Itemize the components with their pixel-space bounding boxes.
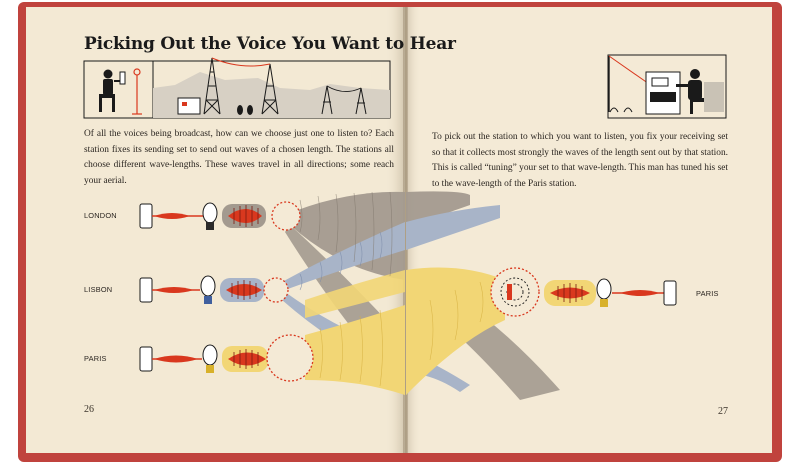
page-title: Picking Out the Voice You Want to Hear — [84, 34, 456, 54]
station-label-london: LONDON — [84, 211, 117, 220]
microphone-icon — [139, 346, 153, 372]
aerial-circle — [263, 277, 289, 303]
listener-figure — [676, 69, 706, 114]
microphone-icon — [139, 277, 153, 303]
listener-illustration — [607, 54, 727, 119]
station-label-lisbon: LISBON — [84, 285, 113, 294]
valve-bulb-icon — [596, 278, 612, 307]
page-number-left: 26 — [84, 404, 94, 415]
left-paragraph: Of all the voices being broadcast, how c… — [84, 129, 394, 186]
valve-bulb-icon — [200, 275, 216, 304]
station-paris — [139, 334, 314, 382]
wave-diagram — [282, 191, 560, 400]
loudspeaker-icon — [663, 280, 677, 306]
aerial-circle — [266, 334, 314, 382]
station-label-paris: PARIS — [84, 354, 107, 363]
microphone-icon — [139, 203, 153, 229]
receiver-label: PARIS — [696, 289, 719, 298]
receiving-aerial — [490, 267, 540, 317]
aerial-circle — [271, 201, 301, 231]
page-number-right: 27 — [718, 406, 728, 417]
valve-bulb-icon — [202, 202, 218, 230]
microphone-icon — [132, 68, 142, 115]
receiver-paris — [490, 267, 677, 317]
paris-wave-stream — [305, 305, 405, 395]
valve-bulb-icon — [202, 344, 218, 373]
reader-figure — [99, 69, 126, 112]
broadcast-illustration — [83, 57, 391, 119]
lisbon-wave-stream — [282, 222, 405, 290]
right-paragraph: To pick out the station to which you wan… — [432, 132, 728, 189]
station-lisbon — [139, 275, 289, 304]
station-london — [139, 201, 301, 231]
